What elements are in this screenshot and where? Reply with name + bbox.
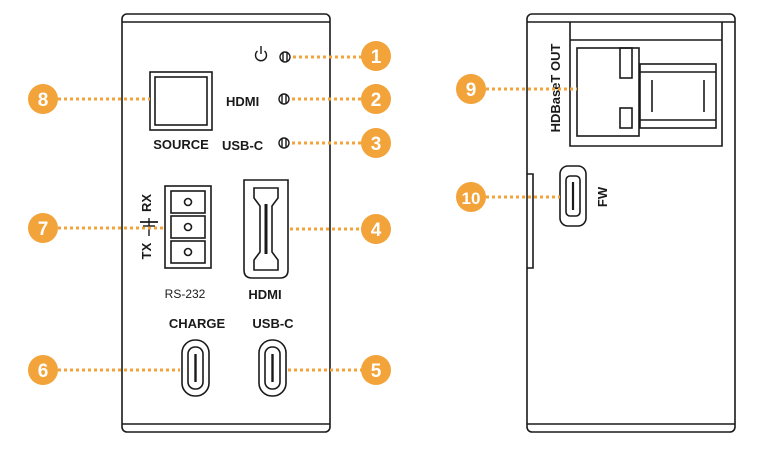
- hdmi-port: [243, 179, 289, 279]
- back-panel: [526, 13, 736, 433]
- front-panel-outline: [121, 13, 331, 433]
- side-notch: [527, 173, 534, 269]
- usbc-led: [278, 137, 290, 149]
- svg-text:7: 7: [38, 219, 49, 240]
- hdmi-led-label: HDMI: [226, 94, 259, 109]
- power-icon: [254, 46, 268, 62]
- callout-leaders: [58, 55, 577, 372]
- callout-badge-1: 1: [361, 41, 391, 71]
- front-panel: [121, 13, 331, 433]
- hdmi-led: [278, 93, 290, 105]
- callout-badge-6: 6: [28, 355, 58, 385]
- svg-text:3: 3: [371, 134, 382, 155]
- callout-badges: 1 2 3 4 5 6 7 8: [28, 41, 486, 385]
- usbc-port: [258, 339, 287, 397]
- rx-label: RX: [139, 194, 154, 212]
- callout-badge-7: 7: [28, 213, 58, 243]
- callout-badge-10: 10: [456, 182, 486, 212]
- callout-badge-2: 2: [361, 84, 391, 114]
- tx-label: TX: [139, 242, 154, 259]
- svg-text:2: 2: [371, 90, 382, 111]
- callout-badge-8: 8: [28, 84, 58, 114]
- svg-text:5: 5: [371, 361, 382, 382]
- back-panel-outline: [526, 13, 736, 433]
- rs232-label: RS-232: [165, 287, 206, 301]
- usbc-port-label: USB-C: [252, 316, 294, 331]
- callout-badge-4: 4: [361, 214, 391, 244]
- svg-text:9: 9: [466, 80, 477, 101]
- source-button-inner: [154, 76, 208, 126]
- hdbaset-out-label: HDBaseT OUT: [548, 44, 563, 133]
- charge-label: CHARGE: [169, 316, 226, 331]
- svg-text:8: 8: [38, 90, 49, 111]
- fw-port: [559, 165, 587, 227]
- hdbaset-port: [569, 22, 723, 147]
- source-label: SOURCE: [153, 137, 209, 152]
- power-led: [279, 51, 291, 63]
- svg-text:6: 6: [38, 361, 49, 382]
- svg-text:10: 10: [462, 189, 481, 208]
- source-button: [149, 71, 213, 131]
- usbc-led-label: USB-C: [222, 138, 264, 153]
- hdmi-port-label: HDMI: [248, 287, 281, 302]
- fw-label: FW: [595, 186, 610, 207]
- charge-port: [181, 339, 210, 397]
- svg-text:4: 4: [371, 220, 382, 241]
- svg-text:1: 1: [371, 47, 382, 68]
- callout-badge-9: 9: [456, 74, 486, 104]
- callout-badge-5: 5: [361, 355, 391, 385]
- callout-badge-3: 3: [361, 128, 391, 158]
- rs232-terminal: [164, 185, 212, 269]
